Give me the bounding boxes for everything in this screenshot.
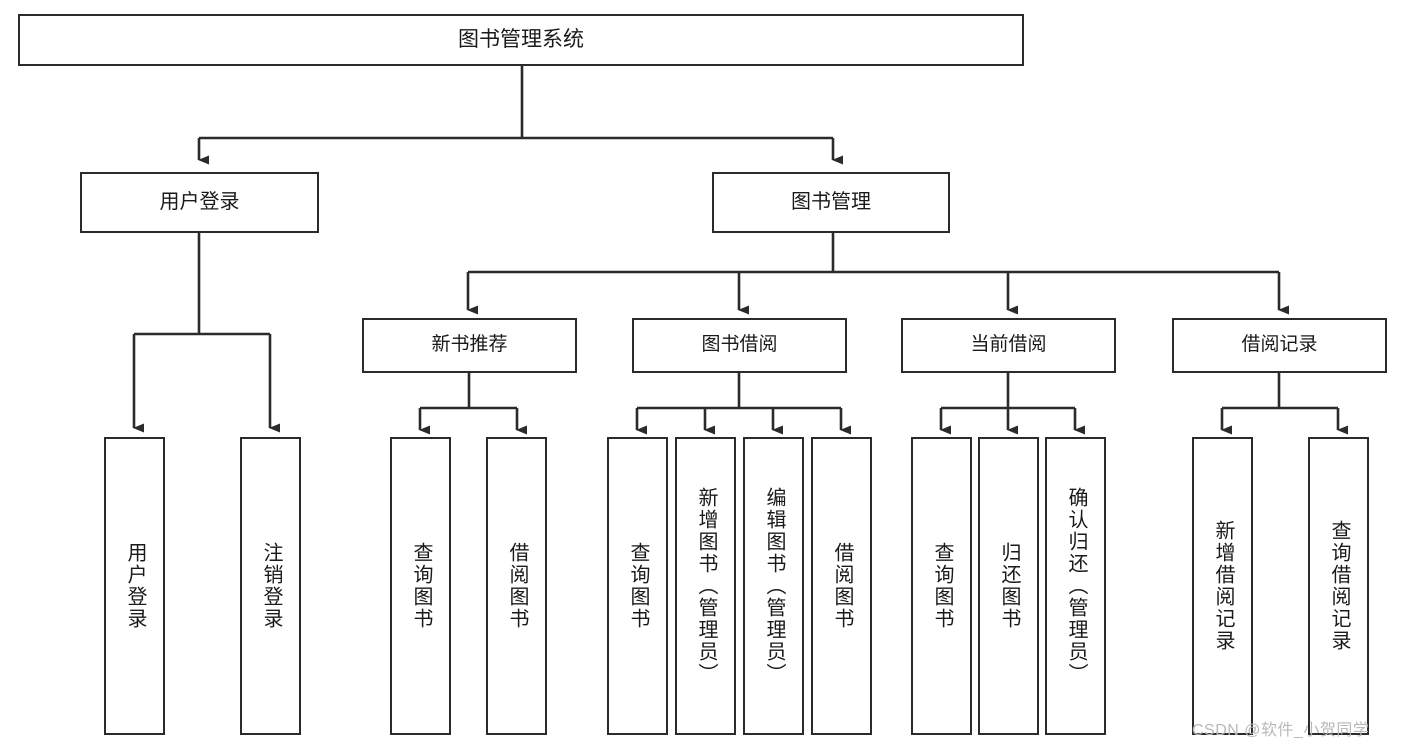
node-leaf-query-record[interactable]: 查询借阅记录: [1308, 437, 1369, 735]
node-book-borrow[interactable]: 图书借阅: [632, 318, 847, 373]
node-label-leaf-query-book-2: 查询图书: [627, 542, 649, 630]
node-label-root: 图书管理系统: [458, 27, 584, 51]
node-label-leaf-query-book-1: 查询图书: [410, 542, 432, 630]
node-label-book-management: 图书管理: [791, 190, 871, 213]
node-label-new-book-recommend: 新书推荐: [431, 334, 508, 356]
node-label-leaf-borrow-book-2: 借阅图书: [831, 542, 853, 630]
node-label-leaf-query-record: 查询借阅记录: [1328, 520, 1350, 652]
node-borrow-record[interactable]: 借阅记录: [1172, 318, 1387, 373]
node-leaf-edit-book[interactable]: 编辑图书（管理员）: [743, 437, 804, 735]
node-label-user-login: 用户登录: [159, 190, 240, 213]
node-label-leaf-logout-login: 注销登录: [260, 542, 282, 630]
node-label-leaf-borrow-book-1: 借阅图书: [506, 542, 528, 630]
node-label-leaf-add-record: 新增借阅记录: [1212, 520, 1234, 652]
node-leaf-borrow-book-1[interactable]: 借阅图书: [486, 437, 547, 735]
node-leaf-return-book[interactable]: 归还图书: [978, 437, 1039, 735]
node-current-borrow[interactable]: 当前借阅: [901, 318, 1116, 373]
node-leaf-add-book[interactable]: 新增图书（管理员）: [675, 437, 736, 735]
node-leaf-logout-login[interactable]: 注销登录: [240, 437, 301, 735]
node-label-leaf-add-book: 新增图书（管理员）: [695, 487, 717, 685]
node-label-leaf-user-login: 用户登录: [124, 542, 146, 630]
csdn-watermark: CSDN @软件_小贺同学: [1192, 722, 1370, 739]
node-label-book-borrow: 图书借阅: [701, 334, 778, 356]
node-leaf-add-record[interactable]: 新增借阅记录: [1192, 437, 1253, 735]
node-new-book-recommend[interactable]: 新书推荐: [362, 318, 577, 373]
node-label-leaf-return-book: 归还图书: [998, 542, 1020, 630]
node-leaf-borrow-book-2[interactable]: 借阅图书: [811, 437, 872, 735]
node-leaf-query-book-3[interactable]: 查询图书: [911, 437, 972, 735]
node-leaf-confirm-return[interactable]: 确认归还（管理员）: [1045, 437, 1106, 735]
node-label-leaf-query-book-3: 查询图书: [931, 542, 953, 630]
node-label-leaf-confirm-return: 确认归还（管理员）: [1065, 487, 1087, 685]
node-user-login[interactable]: 用户登录: [80, 172, 319, 233]
node-label-borrow-record: 借阅记录: [1241, 334, 1318, 356]
node-book-management[interactable]: 图书管理: [712, 172, 950, 233]
node-label-leaf-edit-book: 编辑图书（管理员）: [763, 487, 785, 685]
node-leaf-query-book-1[interactable]: 查询图书: [390, 437, 451, 735]
node-leaf-query-book-2[interactable]: 查询图书: [607, 437, 668, 735]
node-root-book-management-system[interactable]: 图书管理系统: [18, 14, 1024, 66]
node-leaf-user-login[interactable]: 用户登录: [104, 437, 165, 735]
node-label-current-borrow: 当前借阅: [970, 334, 1047, 356]
